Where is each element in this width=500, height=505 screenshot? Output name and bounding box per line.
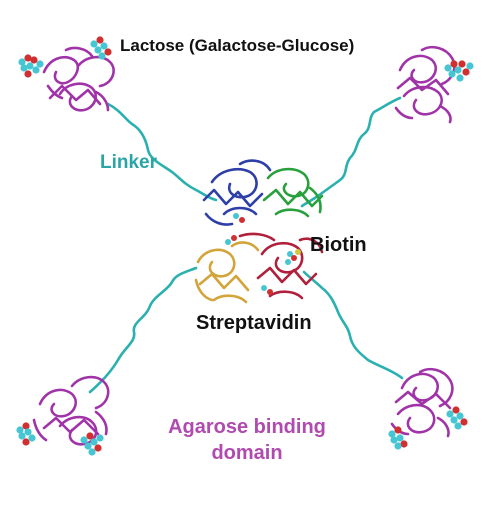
linker-bottom-left (88, 266, 198, 394)
agarose-domain-top-left (42, 46, 115, 112)
streptavidin-label: Streptavidin (196, 312, 312, 334)
agarose-binding-domain-label: Agarose binding domain (168, 414, 326, 466)
agarose-domain-bottom-left (32, 375, 110, 446)
biotin-label: Biotin (310, 234, 367, 256)
linker-label: Linker (100, 152, 158, 173)
biotin-molecules (225, 213, 301, 295)
lactose-bottom-right (388, 406, 468, 450)
agarose-label-line-1: Agarose binding (168, 416, 326, 438)
agarose-domain-bottom-right (390, 367, 454, 438)
linker-top-right (300, 96, 402, 208)
lactose-top-right (444, 60, 474, 82)
streptavidin-subunit-green (262, 167, 324, 218)
streptavidin-subunit-red (238, 232, 324, 300)
lactose-label: Lactose (Galactose-Glucose) (120, 36, 355, 55)
agarose-label-line-2: domain (211, 442, 283, 464)
streptavidin-tetramer (194, 159, 324, 304)
lactose-bottom-left (16, 422, 104, 456)
streptavidin-subunit-blue (202, 159, 272, 226)
linker-bottom-right (302, 270, 404, 380)
agarose-domain-top-right (394, 45, 456, 124)
lactose-top-left (18, 36, 112, 78)
streptavidin-subunit-gold (194, 241, 260, 304)
linker-top-left (106, 102, 218, 202)
